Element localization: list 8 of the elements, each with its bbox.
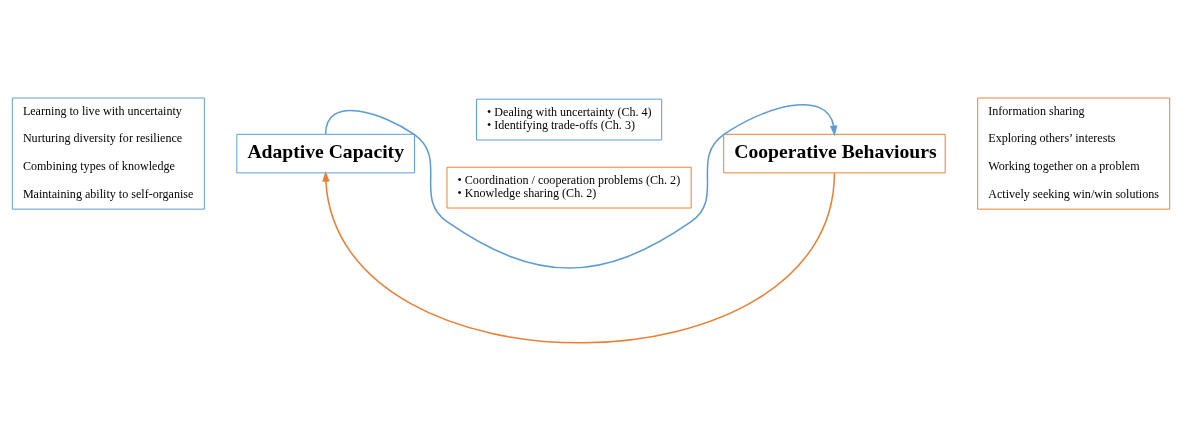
node-box: Adaptive Capacity [236, 133, 415, 174]
node-box: Information sharing Exploring others’ interests Working together on a problem Actively seeking win/win solutions [977, 97, 1171, 210]
arrow [322, 170, 836, 344]
arrow [324, 103, 838, 269]
node-box: • Coordination / cooperation problems (Ch. 2) • Knowledge sharing (Ch. 2) [446, 166, 692, 209]
node-box: Cooperative Behaviours [723, 133, 946, 174]
node-box: Learning to live with uncertainty Nurturing diversity for resilience Combining types of knowledge Maintaining ability to self-organise [11, 97, 205, 210]
node-box: • Dealing with uncertainty (Ch. 4) • Identifying trade-offs (Ch. 3) [476, 98, 663, 141]
